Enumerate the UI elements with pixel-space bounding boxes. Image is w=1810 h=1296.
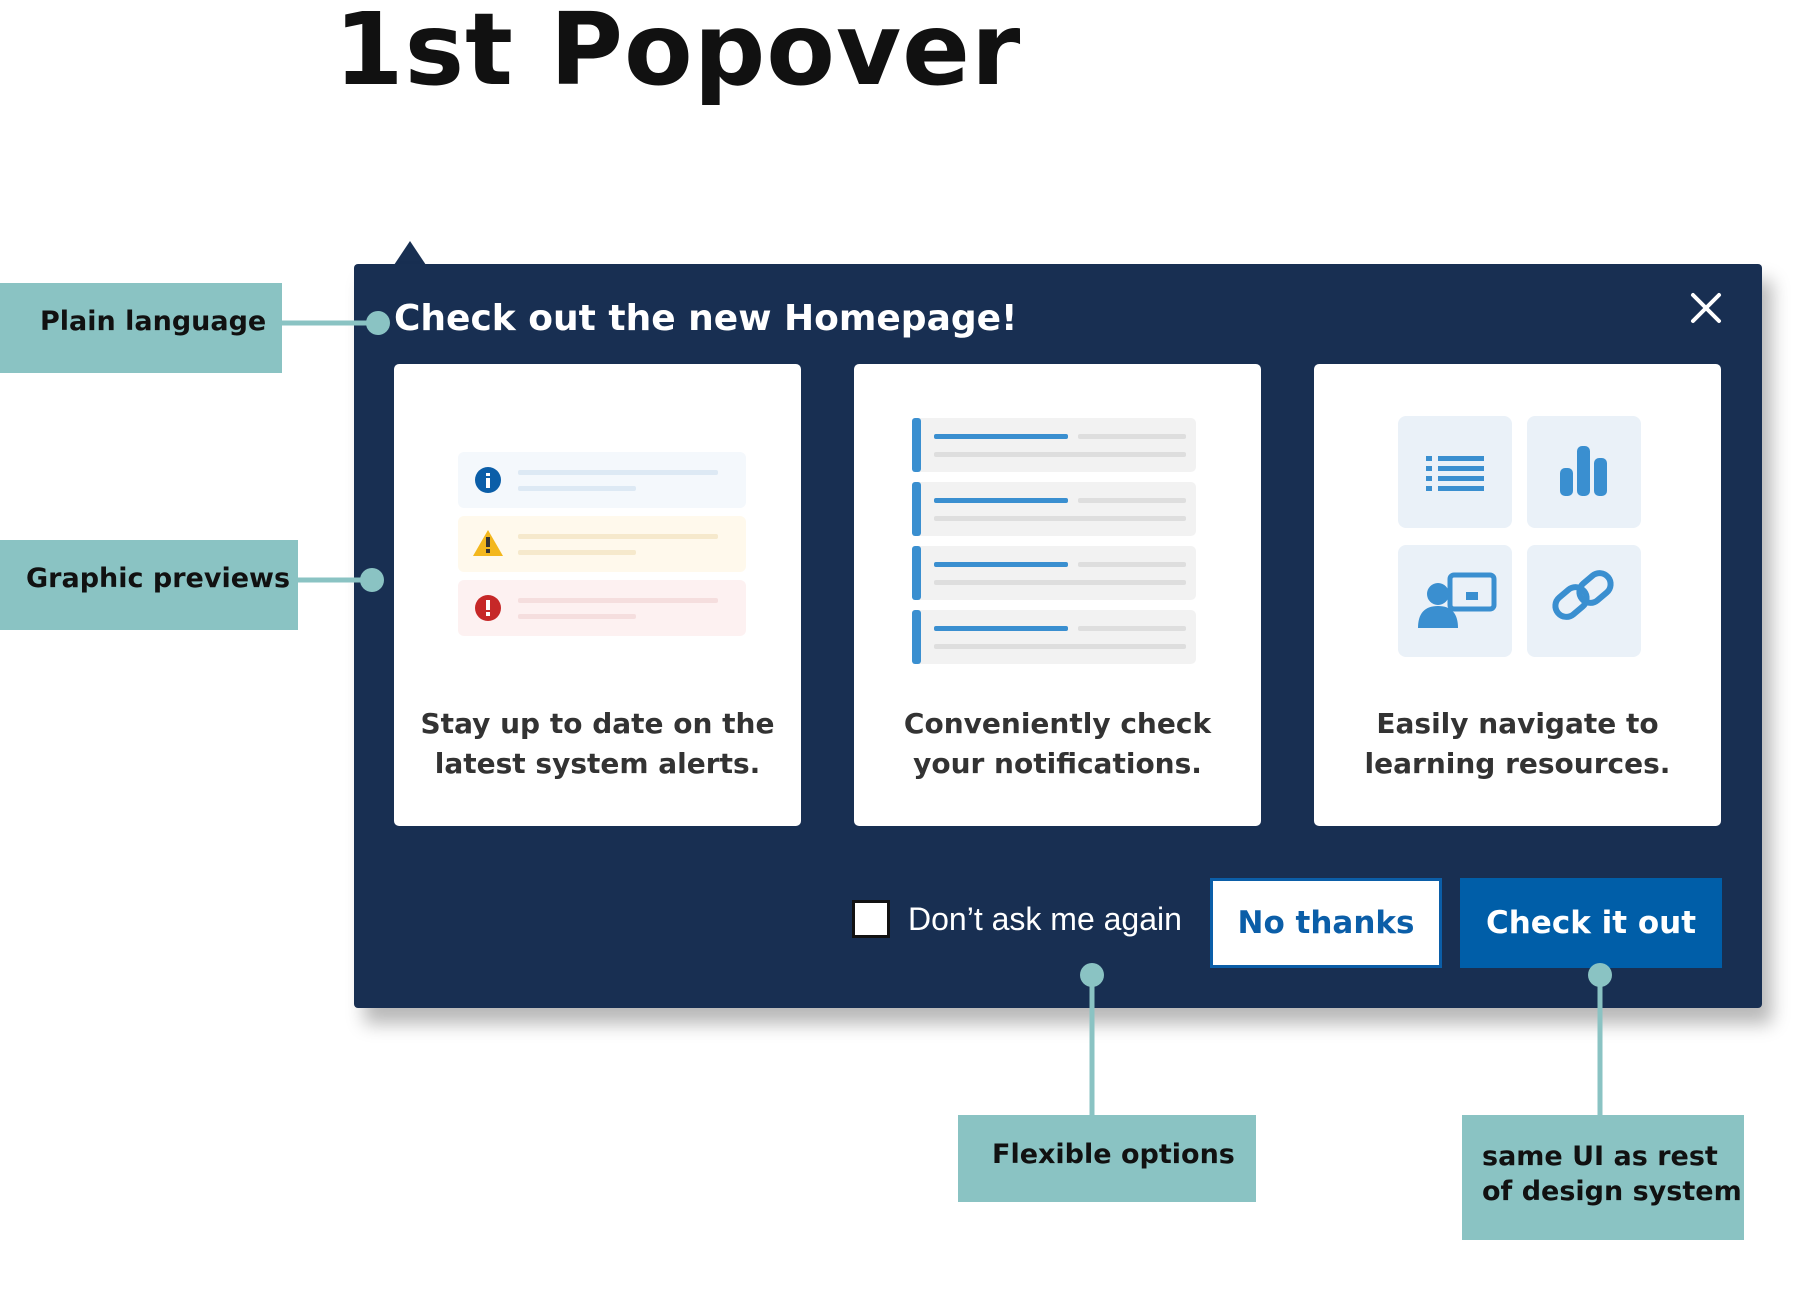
close-icon: [1691, 293, 1721, 323]
presenter-icon: [1418, 572, 1497, 628]
system-alerts-preview: [458, 452, 746, 636]
link-icon: [1552, 570, 1614, 620]
close-button[interactable]: [1686, 288, 1726, 328]
annotation-flexible-options: Flexible options: [958, 1115, 1256, 1202]
popover-arrow: [394, 241, 426, 265]
check-it-out-button[interactable]: Check it out: [1460, 878, 1722, 968]
no-thanks-button[interactable]: No thanks: [1210, 878, 1442, 968]
card-text: Stay up to date on the latest system ale…: [420, 707, 775, 780]
popover: Check out the new Homepage! Stay up to d…: [354, 264, 1762, 1008]
dont-ask-again-checkbox[interactable]: [852, 900, 890, 938]
annotation-graphic-previews: Graphic previews: [0, 540, 298, 630]
learning-resources-preview: [1398, 416, 1641, 657]
dont-ask-again-label[interactable]: Don’t ask me again: [908, 901, 1182, 937]
page-title: 1st Popover: [334, 0, 1022, 108]
feature-card-alerts: Stay up to date on the latest system ale…: [394, 364, 801, 826]
card-text: Easily navigate to learning resources.: [1364, 707, 1671, 780]
notifications-list-preview: [912, 418, 1196, 664]
annotation-same-ui: same UI as rest of design system: [1462, 1115, 1744, 1240]
feature-card-notifications: Conveniently check your notifications.: [854, 364, 1261, 826]
popover-heading: Check out the new Homepage!: [394, 298, 1018, 339]
card-text: Conveniently check your notifications.: [903, 707, 1212, 780]
bar-chart-icon: [1560, 446, 1607, 496]
feature-card-resources: Easily navigate to learning resources.: [1314, 364, 1721, 826]
annotation-plain-language: Plain language: [0, 283, 282, 373]
list-icon: [1426, 456, 1484, 491]
